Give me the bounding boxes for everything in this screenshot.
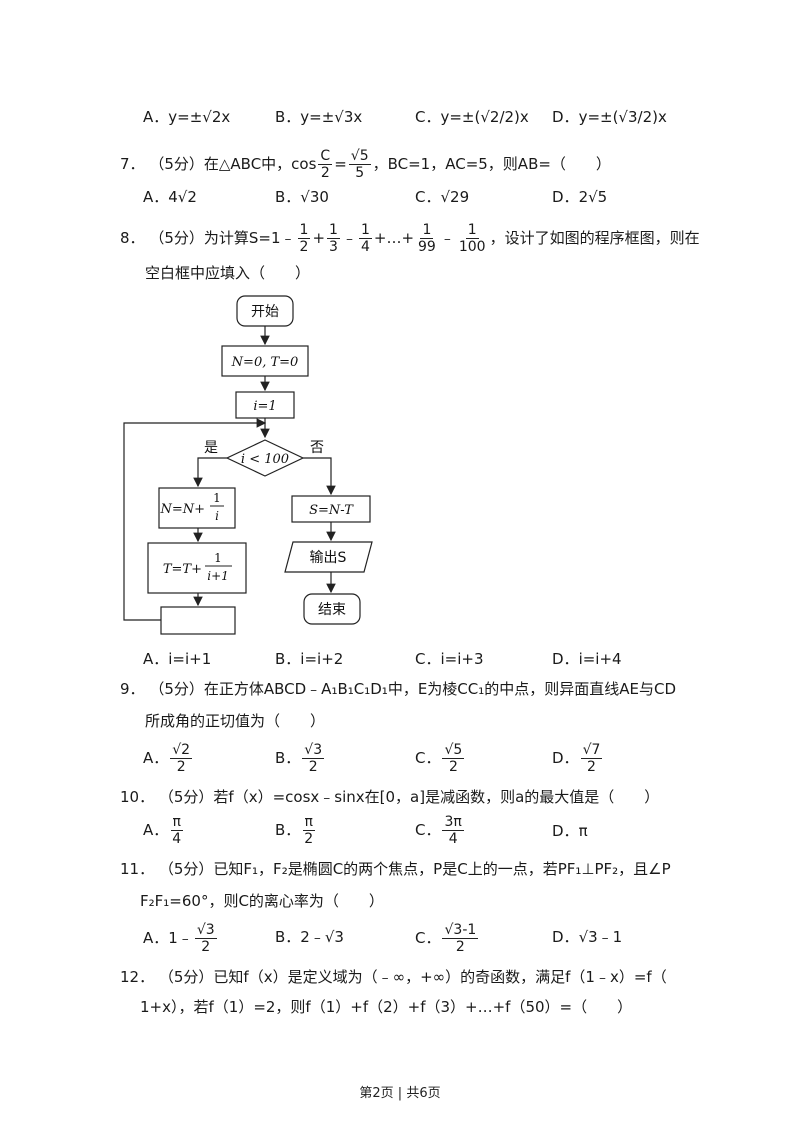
flow-end-terminal [303, 593, 361, 625]
q8-prefix: （5分）为计算S=1﹣ [149, 229, 296, 247]
q8-stem-line2: 空白框中应填入（ ） [145, 264, 311, 282]
q12-line1: （5分）已知f（x）是定义域为（﹣∞，+∞）的奇函数，满足f（1﹣x）=f（ [158, 968, 667, 986]
q7-option-a: A．4√2 [143, 188, 197, 206]
flow-init-label: N=0, T=0 [231, 355, 299, 370]
q6-option-a: A．y=±√2x [143, 108, 231, 126]
flow-t-update-box [147, 542, 247, 594]
flow-i-init-box [235, 391, 295, 419]
flow-t-frac-den: i+1 [207, 569, 229, 583]
q10-number: 10． [120, 788, 155, 806]
flow-n-update-label: N=N+ [159, 502, 205, 517]
flow-blank-box [160, 606, 236, 635]
q11-option-d: D．√3﹣1 [552, 928, 623, 946]
q7-prefix: （5分）在△ABC中，cos [149, 155, 317, 173]
q6-option-b-text: y=±√3x [300, 108, 363, 126]
flow-end-label: 结束 [318, 602, 346, 618]
flow-s-assign-box [291, 495, 371, 523]
q8-option-c: C．i=i+3 [415, 650, 484, 668]
flow-n-frac-den: i [215, 509, 219, 523]
q7-suffix: ，BC=1，AC=5，则AB=（ ） [372, 155, 611, 173]
flow-yes-label: 是 [204, 440, 218, 456]
flow-init-box [221, 345, 309, 377]
q6-option-d-text: y=±(√3/2)x [578, 108, 667, 126]
q10-stem: 10． （5分）若f（x）=cosx﹣sinx在[0，a]是减函数，则a的最大值… [120, 786, 659, 808]
q8-suffix: ，设计了如图的程序框图，则在 [489, 229, 700, 247]
flow-n-update-box [158, 487, 236, 529]
q6-option-b: B．y=±√3x [275, 108, 363, 126]
q11-number: 11． [120, 860, 155, 878]
q8-option-a: A．i=i+1 [143, 650, 212, 668]
q6-option-a-text: y=±√2x [168, 108, 231, 126]
q7-number: 7． [120, 155, 145, 173]
q9-stem: 9． （5分）在正方体ABCD﹣A₁B₁C₁D₁中，E为棱CC₁的中点，则异面直… [120, 678, 676, 700]
flow-start-terminal [236, 295, 294, 327]
q6-option-c: C．y=±(√2/2)x [415, 108, 529, 126]
flow-s-assign-label: S=N-T [309, 503, 354, 518]
q11-stem-line2: F₂F₁=60°，则C的离心率为（ ） [140, 892, 384, 910]
q9-line1: （5分）在正方体ABCD﹣A₁B₁C₁D₁中，E为棱CC₁的中点，则异面直线AE… [149, 680, 677, 698]
flow-cond-label: i < 100 [241, 452, 289, 467]
q9-number: 9． [120, 680, 145, 698]
q8-option-d: D．i=i+4 [552, 650, 622, 668]
flow-n-frac-num: 1 [213, 491, 221, 505]
flow-no-label: 否 [310, 440, 324, 456]
q8-number: 8． [120, 229, 145, 247]
q11-option-b: B．2﹣√3 [275, 928, 344, 946]
page-footer: 第2页 | 共6页 [359, 1086, 441, 1101]
q7-option-b: B．√30 [275, 188, 329, 206]
q8-option-b: B．i=i+2 [275, 650, 344, 668]
q12-number: 12． [120, 968, 155, 986]
flow-t-frac-num: 1 [214, 551, 222, 565]
q7-option-d: D．2√5 [552, 188, 608, 206]
q12-stem-line2: 1+x），若f（1）=2，则f（1）+f（2）+f（3）+…+f（50）=（ ） [140, 998, 633, 1016]
q7-option-c: C．√29 [415, 188, 470, 206]
q6-option-d: D．y=±(√3/2)x [552, 108, 667, 126]
q9-stem-line2: 所成角的正切值为（ ） [145, 712, 326, 730]
flow-output-label: 输出S [310, 550, 347, 566]
flow-output-parallelogram [284, 541, 373, 573]
q6-option-c-text: y=±(√2/2)x [440, 108, 529, 126]
flow-t-update-label: T=T+ [163, 562, 202, 577]
q10-text: （5分）若f（x）=cosx﹣sinx在[0，a]是减函数，则a的最大值是（ ） [158, 788, 660, 806]
flow-condition-diamond [225, 439, 305, 477]
q12-stem: 12． （5分）已知f（x）是定义域为（﹣∞，+∞）的奇函数，满足f（1﹣x）=… [120, 966, 667, 988]
q11-stem: 11． （5分）已知F₁，F₂是椭圆C的两个焦点，P是C上的一点，若PF₁⊥PF… [120, 858, 671, 880]
q11-line1: （5分）已知F₁，F₂是椭圆C的两个焦点，P是C上的一点，若PF₁⊥PF₂，且∠… [158, 860, 671, 878]
flow-i-init-label: i=1 [253, 399, 276, 414]
q10-option-d: D．π [552, 822, 588, 840]
flow-start-label: 开始 [251, 304, 279, 320]
